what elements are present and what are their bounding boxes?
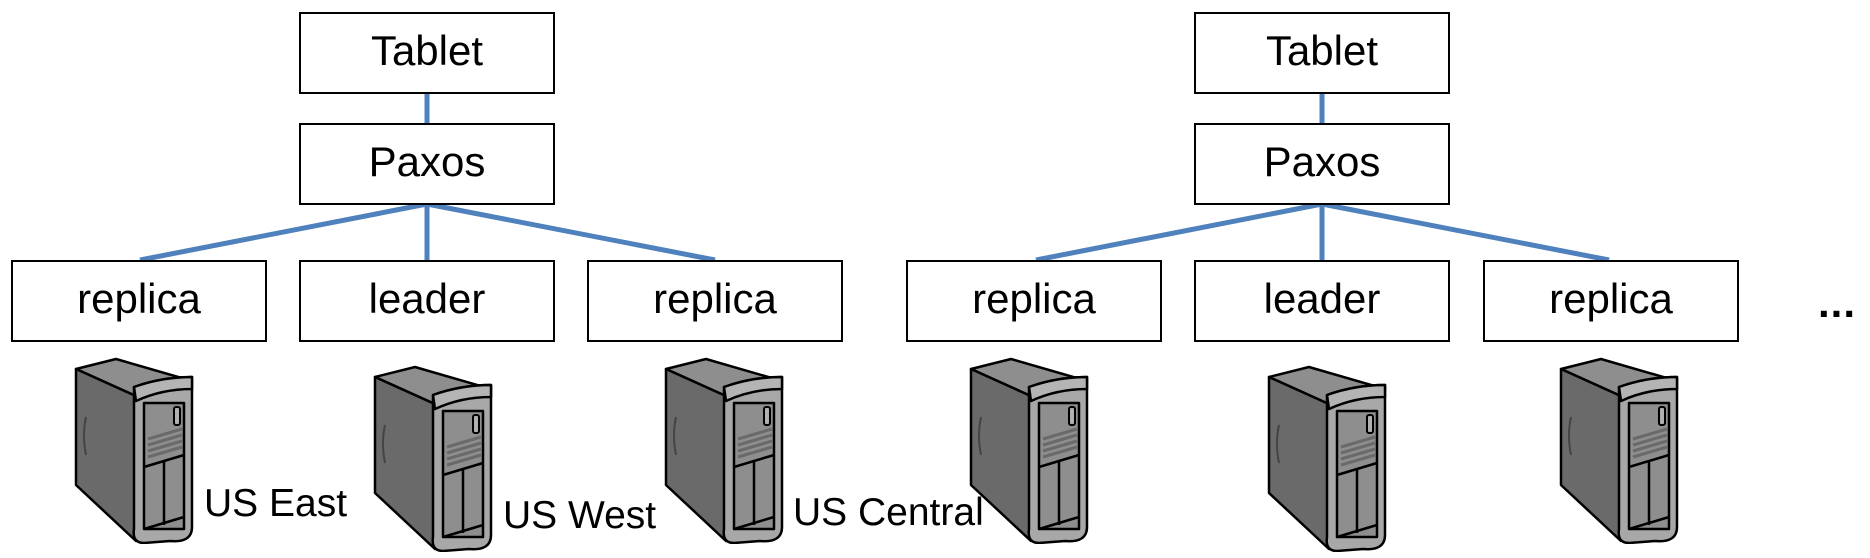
tablet-label: Tablet <box>370 27 484 74</box>
server-icon <box>74 357 195 545</box>
server-icon <box>664 357 785 545</box>
paxos-box: Paxos <box>299 123 555 205</box>
region-label-us-central: US Central <box>793 491 984 534</box>
replica-box: replica <box>11 260 267 342</box>
role-label: replica <box>77 275 201 322</box>
role-label: replica <box>1549 275 1673 322</box>
paxos-label: Paxos <box>1263 138 1381 185</box>
role-label: leader <box>1263 275 1381 322</box>
replica-box: replica <box>906 260 1162 342</box>
server-icon <box>373 365 494 553</box>
paxos-replica-connector <box>1321 201 1610 263</box>
role-label: replica <box>653 275 777 322</box>
leader-box: leader <box>299 260 555 342</box>
replica-box: replica <box>1483 260 1739 342</box>
role-label: leader <box>368 275 486 322</box>
role-label: replica <box>972 275 1096 322</box>
replica-box: replica <box>587 260 843 342</box>
tablet-box: Tablet <box>1194 12 1450 94</box>
server-icon <box>1559 357 1680 545</box>
paxos-box: Paxos <box>1194 123 1450 205</box>
more-groups-ellipsis: ... <box>1818 279 1857 326</box>
server-icon <box>1267 365 1388 553</box>
region-label-us-west: US West <box>503 494 657 537</box>
paxos-replica-connector <box>1035 201 1323 263</box>
paxos-label: Paxos <box>368 138 486 185</box>
leader-box: leader <box>1194 260 1450 342</box>
paxos-replica-connector <box>139 201 428 263</box>
tablet-box: Tablet <box>299 12 555 94</box>
paxos-replica-connector <box>426 201 716 263</box>
server-icon <box>969 357 1090 545</box>
tablet-label: Tablet <box>1265 27 1379 74</box>
region-label-us-east: US East <box>204 482 348 525</box>
